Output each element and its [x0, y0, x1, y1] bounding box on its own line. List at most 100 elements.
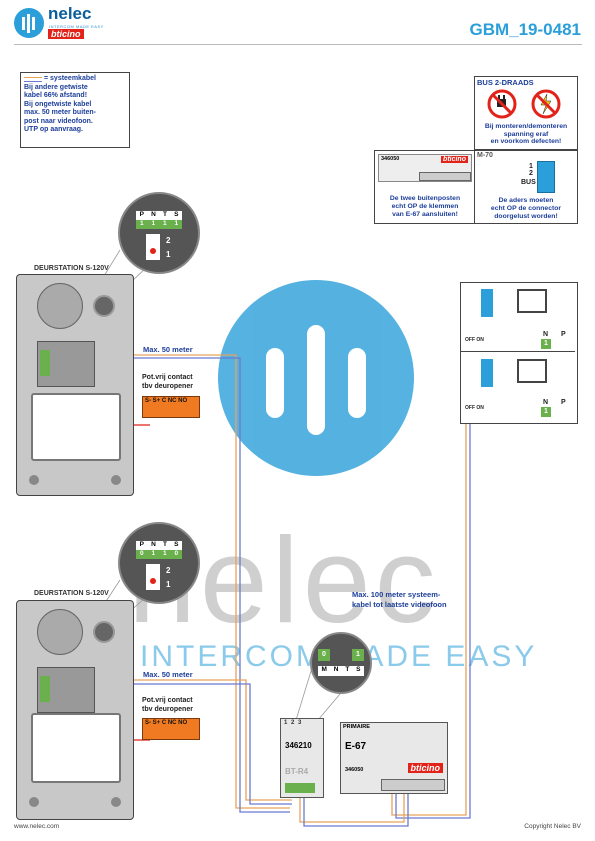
legend-line: UTP op aanvraag. — [24, 126, 84, 133]
e67-name: E-67 — [345, 741, 367, 752]
lens-icon — [93, 295, 115, 317]
m70-pin: 2 — [529, 170, 533, 177]
monitor-1: N P 1 OFF ON — [461, 283, 575, 352]
dip-switch-2 — [146, 564, 160, 590]
zoom-value: 0 — [322, 651, 326, 658]
dip-switch-label: 1 — [166, 250, 171, 259]
station-1-title: DEURSTATION S-120V — [34, 265, 109, 272]
note-line: echt OP de connector — [490, 205, 562, 212]
green-connector — [40, 350, 50, 376]
zoom-value: 1 — [356, 651, 360, 658]
note-buitenposten-box: 346050 bticino De twee buitenposten echt… — [374, 150, 476, 224]
no-plug-icon — [487, 89, 517, 119]
door-opener-terminal-2: S- S+ C NC NO — [142, 718, 200, 740]
monitor-switch: OFF ON — [465, 405, 484, 411]
note-buitenposten-text: De twee buitenposten echt OP de klemmen … — [375, 195, 475, 219]
note-line: echt OP de klemmen — [391, 203, 459, 210]
screw-icon — [29, 475, 39, 485]
e67-terminal-strip — [381, 779, 445, 791]
monitor-value: 1 — [544, 340, 548, 347]
bt-pin: 3 — [298, 720, 302, 726]
note-line: van E-67 aansluiten! — [392, 211, 458, 218]
bt-terminal — [285, 783, 315, 793]
m70-connector — [537, 161, 555, 193]
e67-mini-module: 346050 bticino — [378, 154, 472, 182]
monitor-value: 1 — [544, 408, 548, 415]
station-inner-frame — [31, 713, 121, 783]
note-m70-text: De aders moeten echt OP de connector doo… — [475, 197, 577, 221]
dip-header: P — [139, 211, 144, 218]
legend-box: = systeemkabel Bij andere getwiste kabel… — [20, 72, 130, 148]
dip-value: 1 — [162, 220, 167, 227]
bt-pin: 2 — [291, 720, 295, 726]
dip-header: N — [151, 541, 156, 548]
dip-header: S — [174, 541, 179, 548]
mini-brand: bticino — [441, 156, 468, 163]
cable-btr4-e67-blue — [303, 792, 409, 827]
logo-bars-icon — [22, 14, 35, 33]
bt-r4-module: 1 2 3 346210 BT-R4 — [280, 718, 324, 798]
switch-dot-icon — [150, 578, 156, 584]
dip-switch-label: 1 — [166, 580, 171, 589]
zoom-value-box: 0 — [318, 649, 330, 661]
cable-station1-blue — [75, 357, 290, 813]
station-2-title: DEURSTATION S-120V — [34, 590, 109, 597]
footer-copyright: Copyright Nelec BV — [524, 823, 581, 830]
no-voltage-icon — [531, 89, 561, 119]
dip-switch-label: 2 — [166, 566, 171, 575]
cable-station2-blue — [75, 683, 292, 805]
legend-title: = systeemkabel — [44, 75, 96, 82]
monitor-connector — [481, 359, 493, 387]
dip-value: 1 — [139, 220, 144, 227]
m70-pin: BUS — [521, 179, 536, 186]
m70-title: M-70 — [477, 152, 493, 159]
system-note-line: Max. 100 meter systeem- — [352, 590, 441, 599]
camera-icon — [37, 609, 83, 655]
screw-icon — [111, 475, 121, 485]
mini-terminal-strip — [419, 172, 471, 181]
dip-header: N — [151, 211, 156, 218]
bus-title: BUS 2-DRAADS — [477, 78, 534, 87]
monitor-2: N P 1 OFF ON — [461, 353, 575, 421]
dip-value: 1 — [174, 220, 179, 227]
monitor-screen-icon — [517, 289, 547, 313]
bus-warning-line: Bij monteren/demonteren — [484, 123, 568, 130]
terminal-label: S- S+ C NC NO — [145, 398, 188, 404]
monitor-value-box: 1 — [541, 339, 551, 349]
note-line: De aders moeten — [498, 197, 554, 204]
station-2-contact-line: Pot.vrij contact — [142, 697, 193, 704]
zoom-label: M — [321, 666, 327, 673]
station-1-contact-line: Pot.vrij contact — [142, 374, 193, 381]
door-station-2 — [16, 600, 134, 820]
cable-btr4-e67-orange — [299, 792, 405, 823]
camera-icon — [37, 283, 83, 329]
header-divider — [14, 44, 582, 45]
zoom-label: S — [356, 666, 361, 673]
mini-part: 346050 — [381, 156, 400, 162]
bus-warning-line: spanning eraf — [503, 130, 549, 138]
watermark-circle — [218, 280, 414, 476]
note-m70-box: M-70 1 2 BUS De aders moeten echt OP de … — [474, 150, 578, 224]
screw-icon — [111, 797, 121, 807]
zoom-label: N — [333, 666, 339, 673]
legend-line: max. 50 meter buiten- — [24, 109, 96, 116]
legend-line: Bij andere getwiste — [24, 83, 88, 91]
zoom-label: T — [345, 666, 350, 673]
dip-switch-label: 2 — [166, 236, 171, 245]
legend-line: Bij ongetwiste kabel — [24, 100, 92, 108]
bus-warning-text: Bij monteren/demonteren spanning eraf en… — [475, 123, 577, 146]
terminal-label: S- S+ C NC NO — [145, 720, 188, 726]
document-id: GBM_19-0481 — [469, 20, 581, 39]
e67-module: PRIMAIRE E-67 346050 bticino — [340, 722, 448, 794]
dip-switch-1 — [146, 234, 160, 260]
station-inner-frame — [31, 393, 121, 461]
bt-pin: 1 — [284, 720, 288, 726]
m70-pin: 1 — [529, 163, 533, 170]
dip-header: S — [174, 211, 179, 218]
door-station-1 — [16, 274, 134, 496]
note-line: De twee buitenposten — [389, 195, 461, 202]
